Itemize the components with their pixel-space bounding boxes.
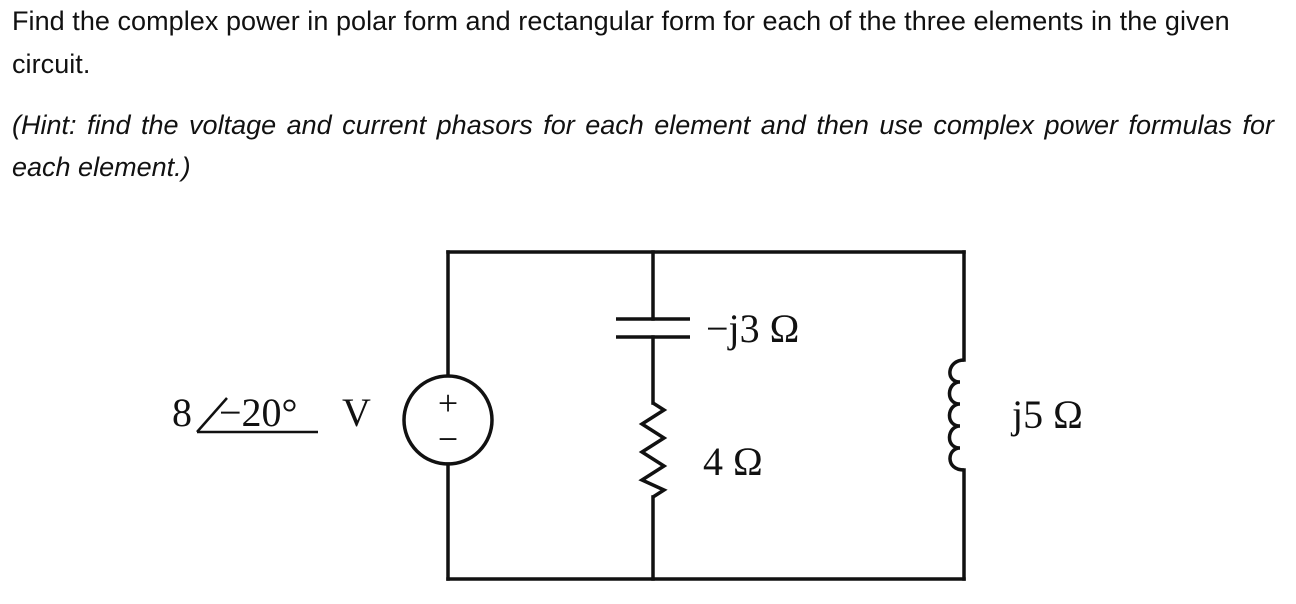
resistor	[638, 401, 668, 499]
source-unit: V	[342, 390, 371, 435]
inductor-label: j5 Ω	[1010, 392, 1083, 437]
source-label: 8 −20° V	[172, 390, 371, 435]
source-plus-sign: +	[438, 383, 458, 423]
source-angle: −20°	[219, 390, 298, 435]
source-minus-sign: −	[438, 419, 458, 459]
source-magnitude: 8	[172, 390, 192, 435]
angle-icon	[196, 397, 318, 434]
inductor	[947, 358, 965, 472]
hint-text: (Hint: find the voltage and current phas…	[12, 110, 1274, 182]
resistor-label: 4 Ω	[703, 439, 763, 484]
question-text: Find the complex power in polar form and…	[12, 6, 1230, 79]
capacitor	[616, 317, 690, 339]
voltage-source: + −	[402, 374, 494, 466]
circuit-wires	[446, 250, 966, 581]
capacitor-label: −j3 Ω	[706, 306, 799, 351]
